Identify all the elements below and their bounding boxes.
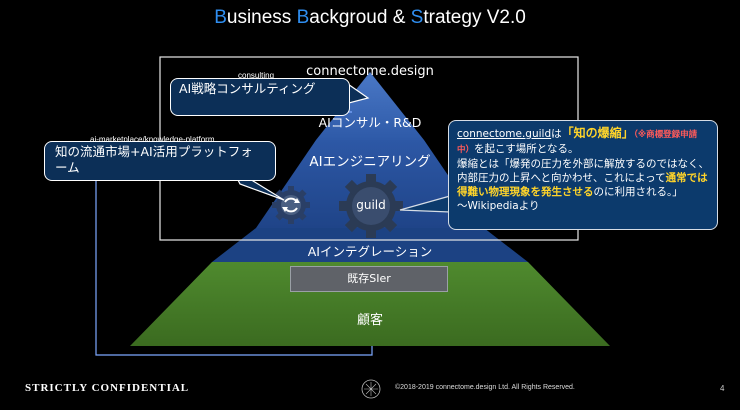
pyramid-integration-layer [212, 228, 528, 262]
marketplace-callout-text: 知の流通市場+AI活用プラットフォーム [55, 144, 253, 175]
title-accent-letter: B [214, 7, 227, 28]
title-text: trategy V2.0 [423, 7, 526, 28]
guild-definition-end: のに利用される。」 [593, 186, 683, 198]
pyramid-top-layer [316, 72, 424, 140]
title-accent-letter: S [410, 7, 424, 28]
guild-definition-highlight: 通常では得難い物理現象を発生させる [457, 172, 708, 198]
guild-gear-icon [339, 174, 403, 238]
layer-label-consulting-rd: AIコンサル・R&D [318, 115, 422, 130]
title-accent-letter: B [296, 7, 310, 28]
marketplace-callout-tag: ai-marketplace/knowledge-platform [90, 135, 215, 144]
guild-trademark-note: （※商標登録申請中） [457, 130, 698, 155]
existing-sier-box: 既存SIer [290, 266, 448, 292]
consulting-callout-tag: consulting [238, 71, 275, 80]
layer-label-integration: AIインテグレーション [307, 244, 433, 259]
consulting-callout: AI戦略コンサルティング [170, 78, 350, 116]
guild-description-callout: connectome.guildは「知の爆縮」（※商標登録申請中）を起こす場所と… [448, 120, 718, 230]
guild-highlight-implosion: 「知の爆縮」 [561, 126, 634, 140]
marketplace-loop-line [95, 180, 373, 356]
guild-text-place: を起こす場所となる。 [474, 143, 579, 155]
title-text: usiness [226, 7, 297, 28]
marketplace-callout: 知の流通市場+AI活用プラットフォーム [44, 141, 276, 181]
guild-source: 〜Wikipediaより [457, 200, 540, 212]
page-number: 4 [720, 384, 725, 393]
confidential-label: STRICTLY CONFIDENTIAL [25, 382, 190, 394]
gear-label-guild: guild [356, 198, 386, 212]
consulting-callout-text: AI戦略コンサルティング [179, 81, 316, 96]
frame-label-connectome-design: connectome.design [306, 64, 434, 79]
guild-definition-text: 爆縮とは「爆発の圧力を外部に解放するのではなく、内部圧力の上昇へと向かわせ、これ… [457, 158, 709, 184]
company-logo-icon [361, 379, 381, 399]
copyright-text: ©2018-2019 connectome.design Ltd. All Ri… [395, 384, 575, 391]
pyramid-base-layer [130, 262, 610, 346]
layer-label-engineering: AIエンジニアリング [309, 154, 431, 170]
layer-label-customer: 顧客 [356, 313, 383, 328]
slide-title: Business Backgroud & Strategy V2.0 [0, 7, 740, 29]
title-text: ackgroud & [309, 7, 411, 28]
guild-text-particle: は [551, 128, 562, 140]
cycle-gear-icon [272, 186, 310, 224]
guild-name: connectome.guild [457, 128, 552, 140]
